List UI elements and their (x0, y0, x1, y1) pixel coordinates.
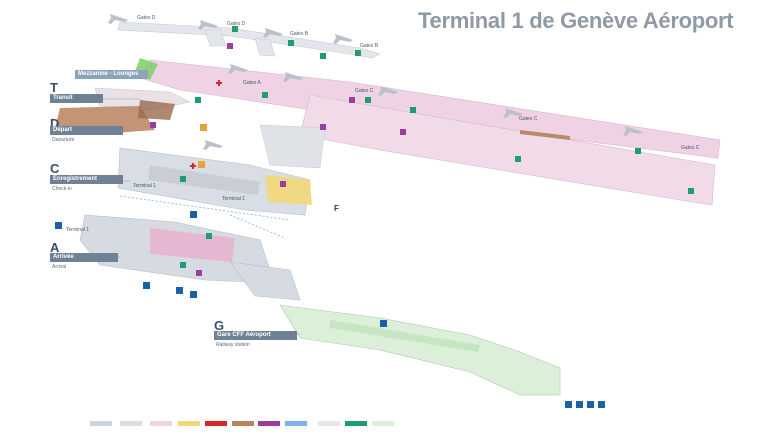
level-name-transit: Transit (50, 94, 103, 103)
level-name-check-in: Enregistrement (50, 175, 123, 184)
level-sub-arrival: Arrival (52, 264, 67, 270)
level-sub-departure: Departure (52, 137, 75, 143)
gate-label-c2: Gates C (519, 116, 538, 122)
terminal-label-checkin: Terminal 1 (133, 183, 157, 189)
legend (90, 421, 394, 426)
exit-f-marker: F (334, 204, 339, 213)
level-letter-g: G (214, 318, 225, 333)
shop-icon (180, 26, 694, 268)
terminal-label-arrival: Terminal 1 (66, 227, 90, 233)
level-name-railway: Gare CFF Aéroport (214, 331, 297, 340)
pier-gates-db (117, 21, 381, 59)
level-sub-railway: Railway station (216, 342, 250, 348)
airplane-icon (108, 14, 643, 150)
level-letter-a: A (50, 240, 60, 255)
map-title: Terminal 1 de Genève Aéroport (418, 8, 734, 33)
level-name-arrival: Arrivée (50, 253, 118, 262)
gate-label-b2: Gates B (360, 43, 379, 49)
wifi-icon (150, 43, 406, 276)
level-letter-c: C (50, 161, 60, 176)
mezzanine-label: Mezzanine - Lounges (75, 70, 148, 79)
level-letter-t: T (50, 80, 58, 95)
gate-label-c1: Gates C (355, 88, 374, 94)
gate-label-c3: Gates C (681, 145, 700, 151)
gate-label-d2: Gates D (227, 21, 246, 27)
gates-concourse (55, 58, 721, 206)
terminal-label-hall: Terminal 1 (222, 196, 246, 202)
gate-label-a: Gates A (243, 80, 261, 86)
level-sub-check-in: Check-in (52, 186, 72, 192)
level-letter-d: D (50, 116, 60, 131)
parking-icon (55, 211, 605, 408)
check-in-hall (117, 147, 312, 239)
gate-label-d1: Gates D (137, 15, 156, 21)
arrival-hall (79, 214, 301, 301)
level-name-departure: Départ (50, 126, 123, 135)
railway-station (279, 304, 561, 396)
gate-label-b1: Gates B (290, 31, 309, 37)
restaurant-icon (198, 124, 207, 168)
first-aid-icon (190, 80, 222, 169)
